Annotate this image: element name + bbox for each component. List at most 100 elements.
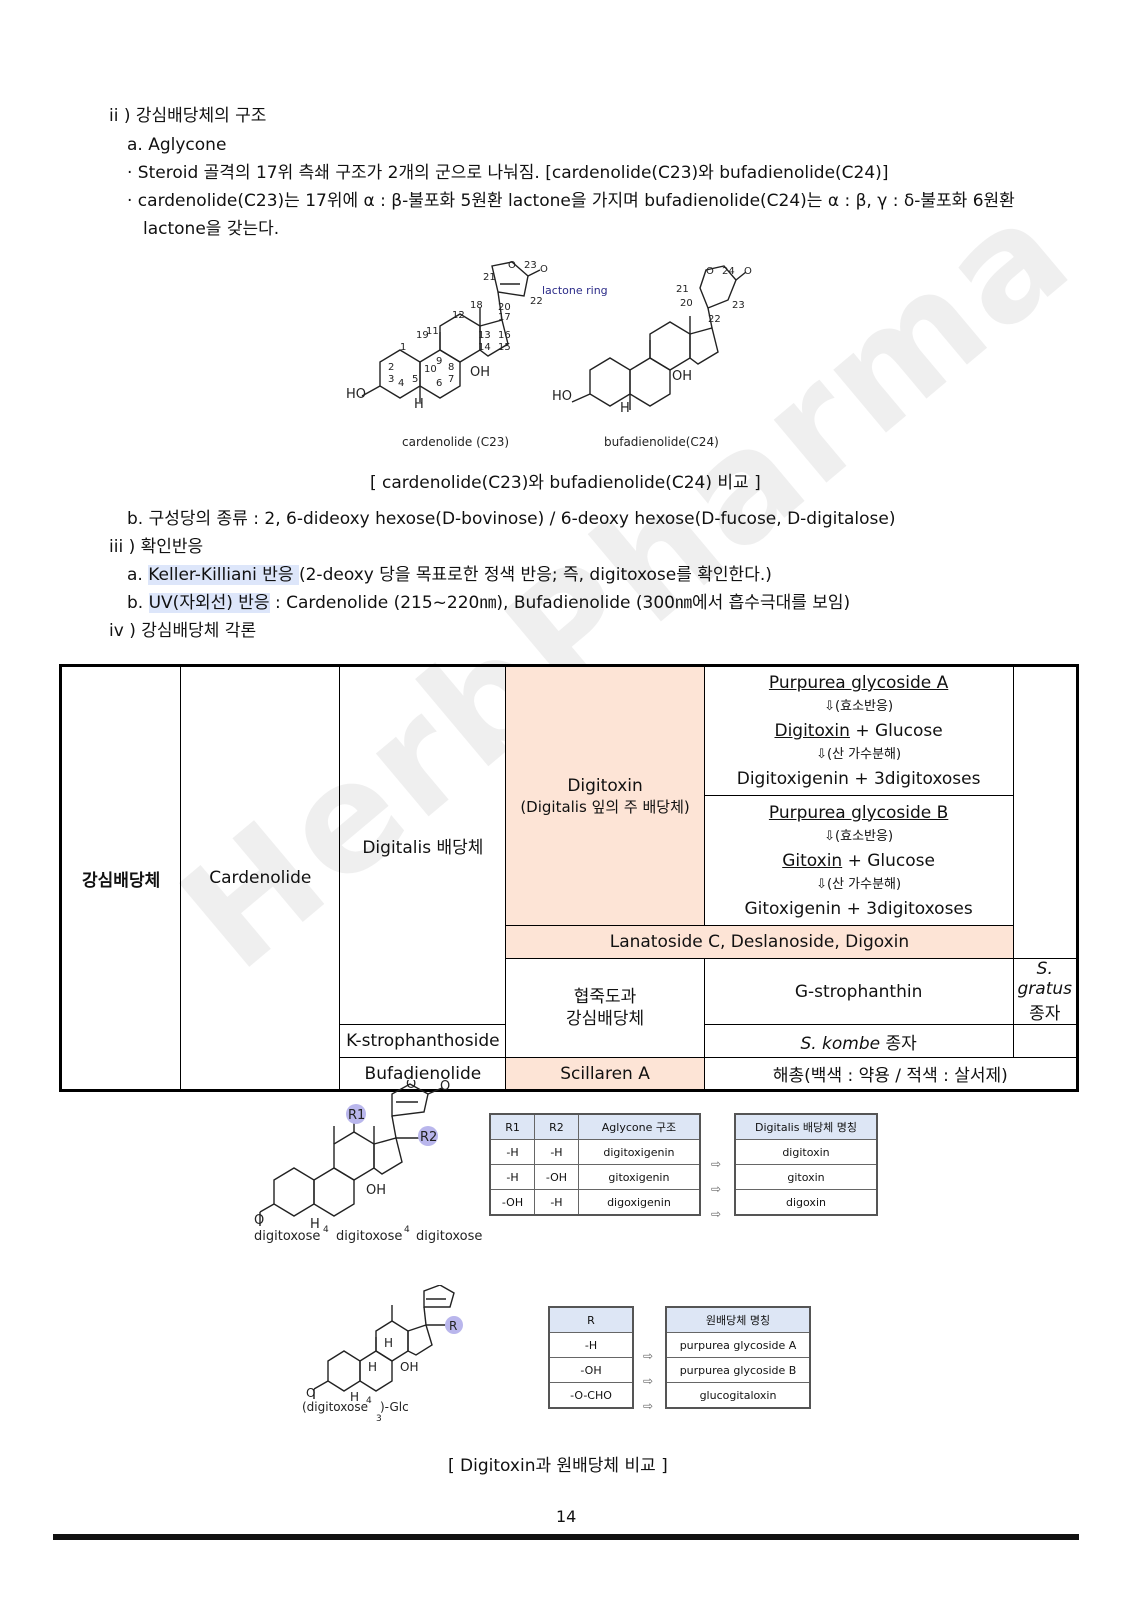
arrow-icon: ⇨ <box>643 1349 654 1363</box>
svg-text:7: 7 <box>448 374 454 385</box>
t1-header-aglycone: Aglycone 구조 <box>577 1113 701 1140</box>
reaction-b: b. UV(자외선) 반응 : Cardenolide (215~220㎚), … <box>127 592 850 614</box>
bufadienolide-label: bufadienolide(C24) <box>604 435 719 449</box>
t3-header: R <box>548 1306 634 1333</box>
svg-text:22: 22 <box>708 314 721 325</box>
t1-cell: -H <box>534 1139 579 1165</box>
t1-cell: digoxigenin <box>577 1189 701 1216</box>
section-heading-iii: iii ) 확인반응 <box>109 537 204 557</box>
svg-text:22: 22 <box>530 296 543 307</box>
s-kombe-name: S. kombe <box>800 1033 881 1054</box>
svg-text:20: 20 <box>680 298 693 309</box>
o-label-4: O <box>306 1386 315 1400</box>
ring-d-left <box>479 319 509 357</box>
hyeopjuk-line-2: 강심배당체 <box>565 1009 645 1029</box>
cell-hyeopjukdo: 협죽도과 강심배당체 <box>505 958 705 1058</box>
svg-text:17: 17 <box>498 312 511 323</box>
t1-cell: -H <box>489 1139 536 1165</box>
o-label-3: O <box>254 1213 264 1228</box>
r1-label: R1 <box>348 1108 365 1123</box>
cell-cardenolide: Cardenolide <box>180 665 341 1091</box>
svg-text:5: 5 <box>412 374 418 385</box>
svg-text:23: 23 <box>524 260 537 271</box>
digitoxin-link-text: Digitoxin <box>774 721 850 741</box>
digitoxigenin-text: Digitoxigenin + 3digitoxoses <box>736 769 981 789</box>
t4-cell: purpurea glycoside B <box>665 1357 811 1383</box>
arrow-icon: ⇨ <box>711 1207 722 1221</box>
t3-cell: -O-CHO <box>548 1382 634 1409</box>
glucose-text-2: + Glucose <box>842 850 935 871</box>
reaction-a-prefix: a. <box>127 565 149 585</box>
bullet-2-line-2: lactone을 갖는다. <box>143 219 280 239</box>
h-label-left: H <box>414 397 424 412</box>
h-label-fig2b-2: H <box>368 1360 377 1374</box>
cell-cardiac-glycoside: 강심배당체 <box>59 665 182 1091</box>
ho-label-right: HO <box>552 389 572 404</box>
bullet-2-line-1: · cardenolide(C23)는 17위에 α : β-불포화 5원환 l… <box>127 191 1015 211</box>
t2-cell: digoxin <box>734 1189 878 1216</box>
t1-cell: -H <box>489 1164 536 1190</box>
ring-a-right <box>589 357 631 407</box>
lactone-ring-left <box>491 261 529 297</box>
h-label-right: H <box>620 401 630 416</box>
purpurea-glycoside-a: Purpurea glycoside A <box>768 673 949 693</box>
ho-label-left: HO <box>346 387 366 402</box>
t1-header-r1: R1 <box>489 1113 536 1140</box>
svg-text:21: 21 <box>483 272 496 283</box>
purpurea-glycoside-b: Purpurea glycoside B <box>768 802 949 823</box>
svg-text:O: O <box>744 266 752 277</box>
s-gratus-name: S. gratus <box>1017 959 1073 999</box>
hyeopjuk-line-1: 협죽도과 <box>573 987 637 1007</box>
digitoxin-subtitle: (Digitalis 잎의 주 배당체) <box>520 797 690 816</box>
digitalis-name-table: Digitalis 배당체 명칭 digitoxin gitoxin digox… <box>734 1113 878 1216</box>
svg-text:10: 10 <box>424 364 437 375</box>
t1-header-r2: R2 <box>534 1113 579 1140</box>
svg-text:O: O <box>540 264 548 275</box>
svg-text:6: 6 <box>436 378 442 389</box>
cell-scillaren: Scillaren A <box>505 1057 705 1091</box>
svg-text:O: O <box>706 266 714 277</box>
arrow-icon: ⇨ <box>711 1157 722 1171</box>
r-table: R -H -OH -O-CHO <box>548 1306 634 1409</box>
reaction-a-rest: (2-deoxy 당을 목표로한 정색 반응; 즉, digitoxose를 확… <box>298 565 772 585</box>
t1-cell: gitoxigenin <box>577 1164 701 1190</box>
cell-lanatoside: Lanatoside C, Deslanoside, Digoxin <box>505 925 1014 959</box>
t1-cell: -OH <box>489 1189 536 1216</box>
cell-purpurea-b: Purpurea glycoside B ⇩(효소반응) Gitoxin + G… <box>703 795 1014 926</box>
svg-text:19: 19 <box>416 330 429 341</box>
arrow-icon: ⇨ <box>643 1399 654 1413</box>
svg-text:9: 9 <box>436 356 442 367</box>
t4-cell: glucogitaloxin <box>665 1382 811 1409</box>
o-label-2: O <box>440 1080 450 1094</box>
oh-label-fig2a: OH <box>366 1183 386 1198</box>
figure2-caption: [ Digitoxin과 원배당체 비교 ] <box>448 1456 668 1476</box>
gitoxin-glucose: Gitoxin + Glucose <box>709 849 1009 873</box>
ring-c-left <box>439 313 481 363</box>
svg-text:24: 24 <box>722 266 735 277</box>
reaction-a: a. Keller-Killiani 반응 (2-deoxy 당을 목표로한 정… <box>127 564 772 586</box>
svg-text:11: 11 <box>426 326 439 337</box>
cell-g-strophanthin: G-strophanthin <box>703 958 1014 1025</box>
sugar-chain-3: digitoxose <box>416 1229 482 1244</box>
digitoxin-title: Digitoxin <box>567 775 643 796</box>
svg-text:2: 2 <box>388 362 394 373</box>
t1-cell: -OH <box>534 1164 579 1190</box>
cell-bufadienolide: Bufadienolide <box>339 1057 507 1091</box>
enzyme-reaction-1: ⇩(효소반응) <box>824 699 894 714</box>
purpurea-glycoside-structure: R H H OH O H (digitoxose 4 3 )-Glc <box>302 1285 463 1424</box>
glc-num: 4 <box>366 1396 372 1406</box>
lactone-ring-label: lactone ring <box>542 284 608 297</box>
glycoside-name-table: 원배당체 명칭 purpurea glycoside A purpurea gl… <box>665 1306 811 1409</box>
svg-text:14: 14 <box>478 342 491 353</box>
glc-sub: 3 <box>376 1414 382 1424</box>
s-gratus-seed: 종자 <box>1029 1004 1061 1024</box>
glc-chain: (digitoxose <box>302 1400 368 1414</box>
h-label-fig2b-3: H <box>350 1390 359 1404</box>
sugar-chain-1: digitoxose <box>254 1229 320 1244</box>
sugar-types-line: b. 구성당의 종류 : 2, 6-dideoxy hexose(D-bovin… <box>127 509 896 529</box>
glucose-text-1: + Glucose <box>849 721 943 741</box>
cardiac-glycoside-table: 강심배당체 Cardenolide Digitalis 배당체 Digitoxi… <box>59 664 1079 1092</box>
cell-s-gratus: S. gratus 종자 <box>1012 958 1079 1025</box>
t4-cell: purpurea glycoside A <box>665 1332 811 1358</box>
